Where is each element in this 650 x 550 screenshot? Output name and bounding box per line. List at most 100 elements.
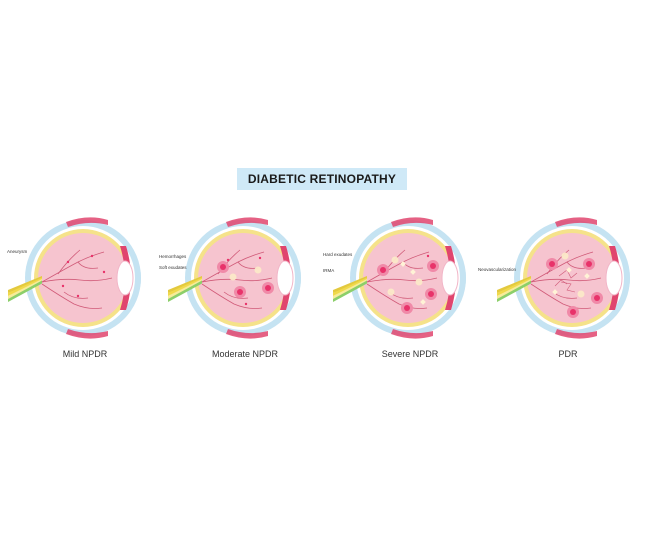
microaneurysm-dot (90, 254, 94, 258)
hemorrhage (265, 285, 271, 291)
lens (441, 260, 459, 296)
hemorrhage (404, 305, 410, 311)
microaneurysm-dot (61, 284, 65, 288)
optic-nerve-stripe (333, 280, 367, 302)
stage-label-pdr: PDR (558, 349, 578, 359)
optic-nerve-stripe (168, 280, 202, 302)
page-title: DIABETIC RETINOPATHY (237, 168, 407, 190)
lens (116, 260, 134, 296)
hemorrhage (586, 261, 592, 267)
optic-nerve-stripe (8, 277, 42, 296)
blood-vessel (41, 283, 103, 309)
optic-nerve-stripe (497, 276, 531, 293)
soft-exudate (391, 256, 399, 264)
blood-vessel (530, 277, 602, 283)
optic-nerve-stripe (497, 280, 531, 302)
hemorrhage (220, 264, 226, 270)
blood-vessel (366, 277, 438, 283)
callout-hard-exudates: Hard exudates (323, 252, 353, 257)
eye-diagram-moderate-npdr (168, 212, 318, 342)
hard-exudate (584, 273, 590, 279)
optic-nerve-stripe (168, 279, 202, 299)
lens (276, 260, 294, 296)
optic-nerve-stripe (497, 277, 531, 296)
ciliary-bottom (391, 329, 433, 339)
retina (363, 233, 453, 323)
hemorrhage (237, 289, 243, 295)
microaneurysm-dot (244, 302, 248, 306)
title-text: DIABETIC RETINOPATHY (247, 172, 397, 186)
blood-vessel (201, 283, 263, 309)
hemorrhage (380, 267, 386, 273)
blood-vessel (223, 291, 249, 299)
blood-vessel (530, 283, 592, 309)
soft-exudate (415, 278, 423, 286)
microaneurysm-dot (258, 256, 262, 260)
retina (38, 233, 128, 323)
hemorrhage (428, 291, 434, 297)
eye-diagram-severe-npdr (333, 212, 483, 342)
eye-diagram-pdr (497, 212, 647, 342)
optic-nerve-stripe (8, 276, 42, 293)
ciliary-top (555, 217, 597, 227)
ciliary-bottom (226, 329, 268, 339)
callout-neovascularization: Neovascularization (478, 267, 517, 272)
soft-exudate (577, 290, 585, 298)
stage-label-moderate-npdr: Moderate NPDR (211, 349, 279, 359)
microaneurysm-dot (66, 260, 70, 264)
callout-hemorrhages: Hemorrhages (159, 254, 187, 259)
optic-nerve-stripe (8, 280, 42, 302)
optic-nerve-stripe (168, 276, 202, 293)
eye-svg (497, 217, 630, 339)
hard-exudate (552, 289, 558, 295)
microaneurysm-dot (102, 270, 106, 274)
optic-nerve-stripe (497, 279, 531, 299)
cornea (451, 242, 466, 314)
hemorrhage (430, 263, 436, 269)
optic-nerve-stripe (333, 276, 367, 293)
hard-exudate (420, 299, 426, 305)
eye-svg (333, 217, 466, 339)
blood-vessel (41, 277, 113, 283)
hemorrhage (570, 309, 576, 315)
cornea (126, 242, 141, 314)
blood-vessel (201, 277, 273, 283)
optic-nerve-stripe (333, 277, 367, 296)
cornea (615, 242, 630, 314)
microaneurysm-dot (76, 294, 80, 298)
soft-exudate (254, 266, 262, 274)
stage-label-severe-npdr: Severe NPDR (381, 349, 439, 359)
blood-vessel (63, 291, 89, 299)
stage-label-mild-npdr: Mild NPDR (62, 349, 108, 359)
ciliary-bottom (555, 329, 597, 339)
blood-vessel (566, 261, 588, 269)
hard-exudate (566, 267, 572, 273)
ciliary-top (391, 217, 433, 227)
ciliary-bottom (66, 329, 108, 339)
optic-nerve-stripe (168, 277, 202, 296)
optic-nerve-stripe (333, 279, 367, 299)
lens (605, 260, 623, 296)
microaneurysm-dot (226, 258, 230, 262)
soft-exudate (387, 288, 395, 296)
soft-exudate (561, 252, 569, 260)
microaneurysm-dot (426, 254, 430, 258)
callout-aneurysm: Aneurysm (7, 249, 28, 254)
callout-irma: IRMA (323, 268, 335, 273)
soft-exudate (229, 273, 237, 281)
cornea (286, 242, 301, 314)
neovascularization (554, 279, 568, 287)
blood-vessel (366, 283, 428, 309)
neovascularization (558, 269, 578, 279)
retina (198, 233, 288, 323)
ciliary-top (226, 217, 268, 227)
eye-svg (8, 217, 141, 339)
eye-diagram-mild-npdr (8, 212, 158, 342)
hemorrhage (549, 261, 555, 267)
blood-vessel (77, 261, 99, 269)
blood-vessel (546, 249, 570, 275)
optic-nerve-stripe (8, 279, 42, 299)
eye-svg (168, 217, 301, 339)
ciliary-top (66, 217, 108, 227)
hemorrhage (594, 295, 600, 301)
